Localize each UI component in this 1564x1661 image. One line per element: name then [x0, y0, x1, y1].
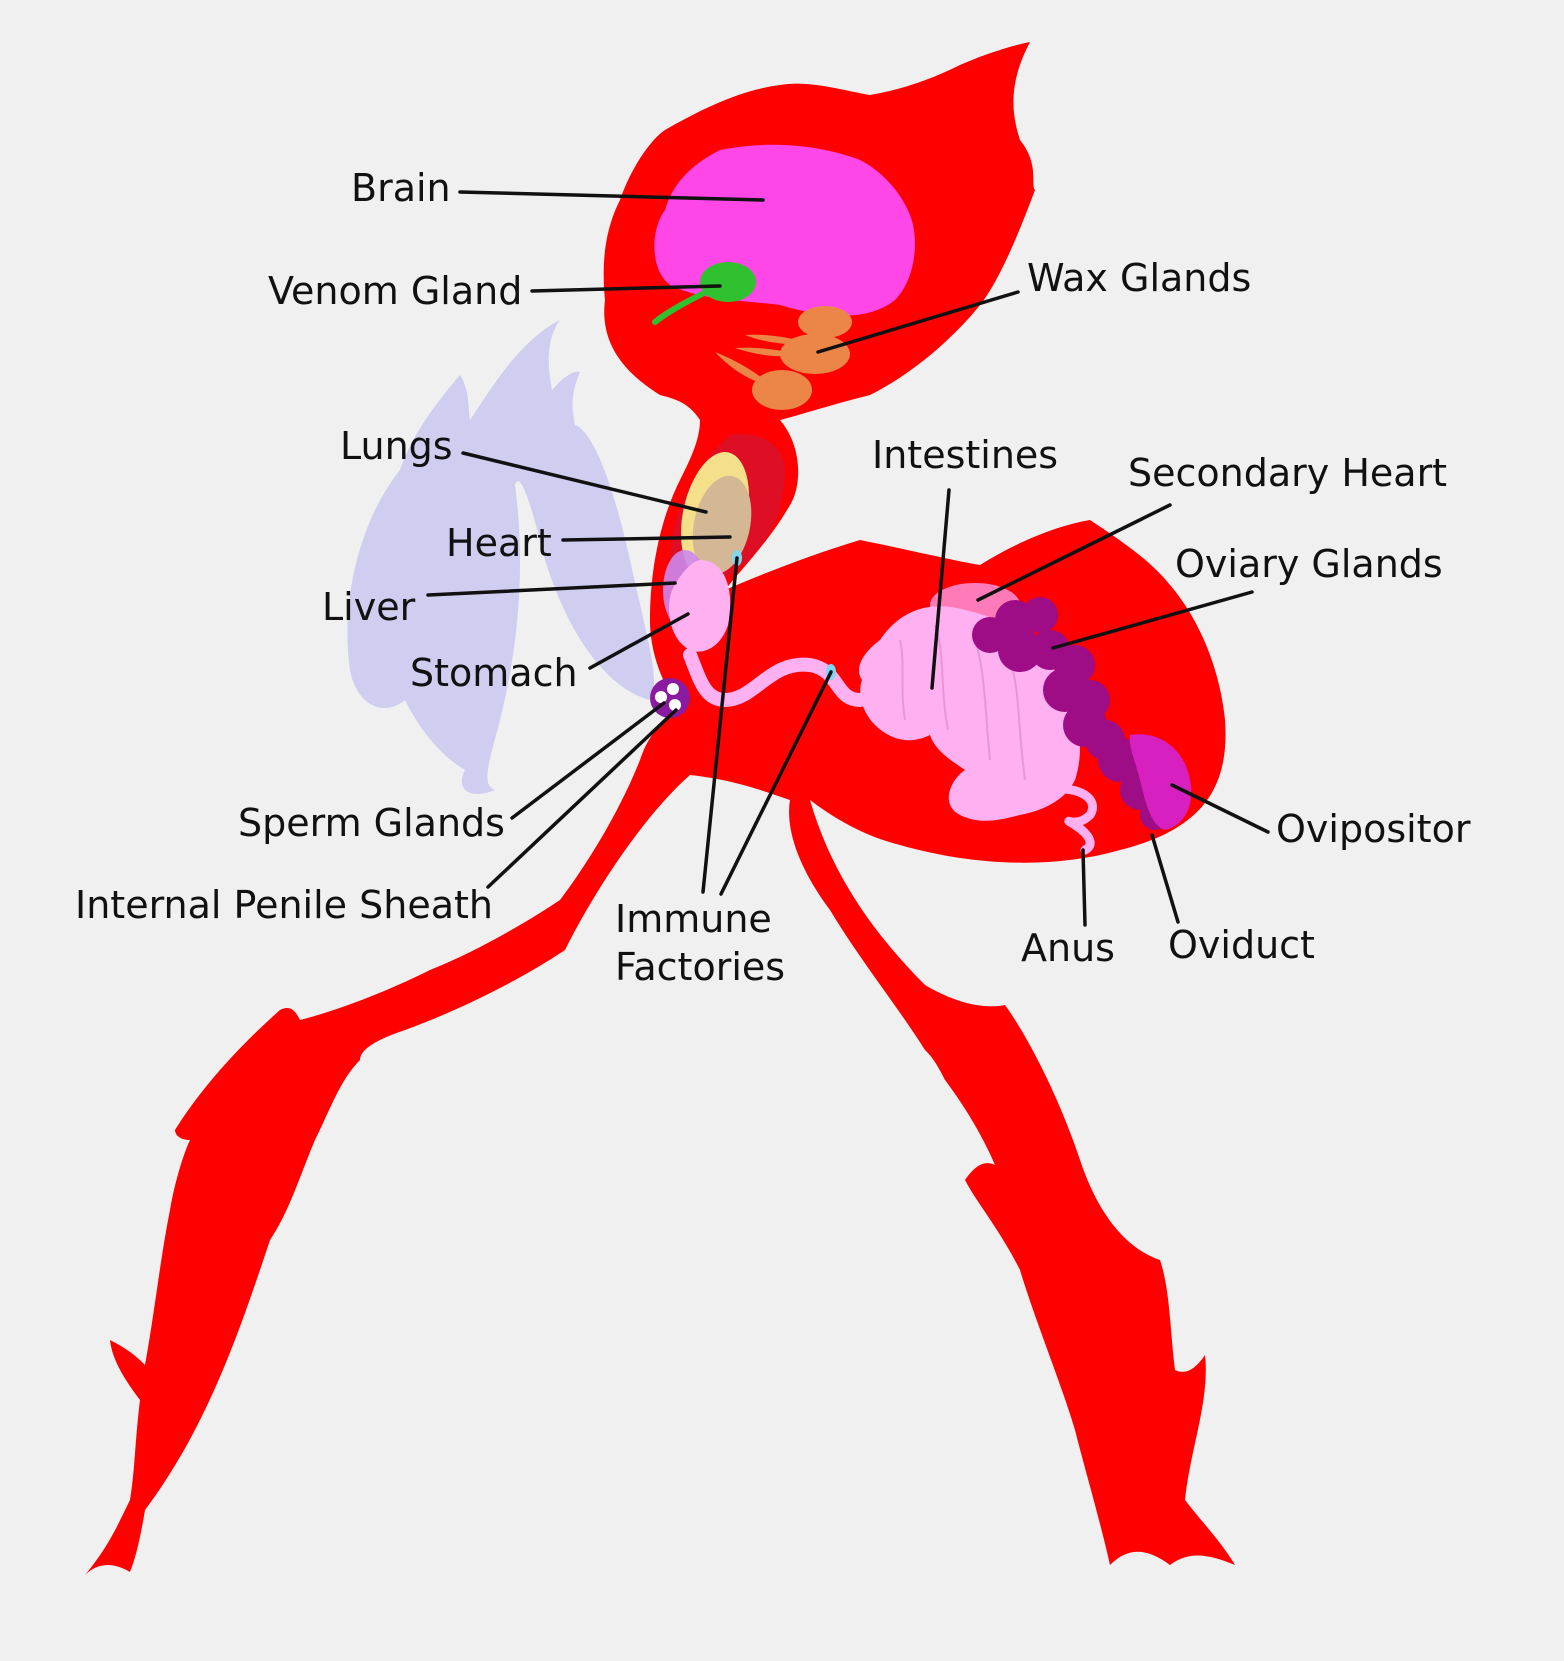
- label-venom-gland: Venom Gland: [268, 269, 523, 313]
- label-liver: Liver: [322, 585, 416, 629]
- label-ovipositor: Ovipositor: [1276, 807, 1471, 851]
- leader-wax-glands: [816, 290, 1020, 354]
- leader-oviduct: [1150, 833, 1180, 924]
- leader-oviary-glands: [1051, 590, 1254, 650]
- rectum-tube: [1045, 784, 1097, 855]
- leader-intestines: [930, 488, 951, 690]
- leader-heart: [561, 535, 732, 542]
- label-sperm-glands: Sperm Glands: [238, 801, 505, 845]
- wax-glands-organ: [715, 306, 852, 410]
- leader-anus: [1081, 848, 1087, 927]
- leader-sperm-glands: [510, 701, 666, 820]
- leader-liver: [426, 581, 677, 597]
- leader-lines: [426, 190, 1270, 927]
- venom-gland-organ: [700, 262, 756, 302]
- label-secondary-heart: Secondary Heart: [1128, 451, 1448, 495]
- label-wax-glands: Wax Glands: [1027, 256, 1252, 300]
- wing: [347, 320, 654, 794]
- label-brain: Brain: [351, 166, 451, 210]
- heart-organ: [692, 475, 752, 575]
- leader-venom-gland: [530, 284, 722, 293]
- leader-immune-factories-2: [719, 670, 833, 896]
- sperm-glands-organ: [650, 678, 690, 718]
- label-stomach: Stomach: [410, 651, 578, 695]
- leader-secondary-heart: [976, 503, 1172, 602]
- leader-internal-penile-sheath: [486, 708, 678, 889]
- label-oviary-glands: Oviary Glands: [1175, 542, 1443, 586]
- leader-stomach: [588, 612, 690, 670]
- ovipositor-organ: [1129, 734, 1192, 830]
- label-lungs: Lungs: [340, 424, 453, 468]
- label-oviduct: Oviduct: [1168, 923, 1315, 967]
- label-internal-penile-sheath: Internal Penile Sheath: [75, 883, 493, 927]
- leader-lungs: [461, 451, 708, 514]
- label-immune-factories: Immune Factories: [615, 897, 786, 989]
- label-intestines: Intestines: [872, 433, 1059, 477]
- brain-organ: [654, 144, 915, 316]
- leader-immune-factories-1: [701, 556, 739, 894]
- label-heart: Heart: [446, 521, 552, 565]
- venom-duct: [652, 287, 713, 325]
- stomach-organ: [669, 560, 731, 652]
- leader-brain: [458, 190, 765, 202]
- leader-ovipositor: [1170, 783, 1270, 834]
- label-anus: Anus: [1021, 926, 1115, 970]
- gut-tube: [683, 648, 867, 708]
